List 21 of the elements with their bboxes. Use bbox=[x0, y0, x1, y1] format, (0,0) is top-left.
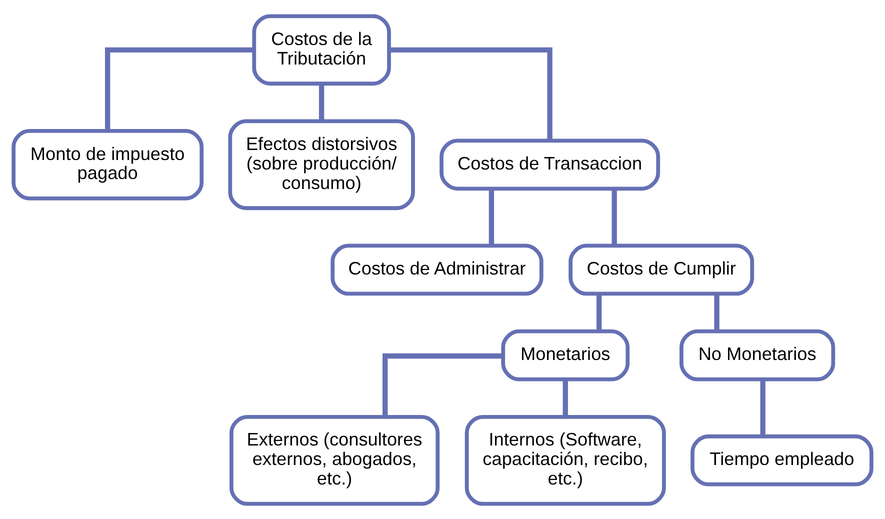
connector bbox=[389, 46, 552, 140]
connector bbox=[760, 379, 766, 436]
connector bbox=[382, 352, 503, 416]
node-box: Internos (Software, capacitación, recibo, etc.) bbox=[464, 414, 666, 506]
connector bbox=[596, 294, 602, 331]
connector bbox=[612, 188, 617, 245]
node-box: No Monetarios bbox=[680, 328, 836, 381]
connector bbox=[318, 83, 324, 120]
node-box: Efectos distorsivos (sobre producción/ consumo) bbox=[228, 118, 415, 210]
connector bbox=[714, 294, 720, 331]
node-box: Tiempo empleado bbox=[690, 434, 874, 486]
node-box: Monto de impuesto pagado bbox=[12, 128, 204, 200]
node-box: Costos de Transaccion bbox=[440, 138, 660, 190]
node-box: Costos de Administrar bbox=[330, 243, 544, 296]
connector bbox=[562, 379, 568, 416]
node-box: Externos (consultores externos, abogados, etc.) bbox=[230, 414, 440, 506]
connector bbox=[104, 46, 254, 130]
node-box: Monetarios bbox=[501, 328, 630, 381]
node-box: Costos de la Tributación bbox=[252, 14, 391, 86]
node-box: Costos de Cumplir bbox=[568, 243, 754, 296]
connector bbox=[488, 188, 494, 245]
